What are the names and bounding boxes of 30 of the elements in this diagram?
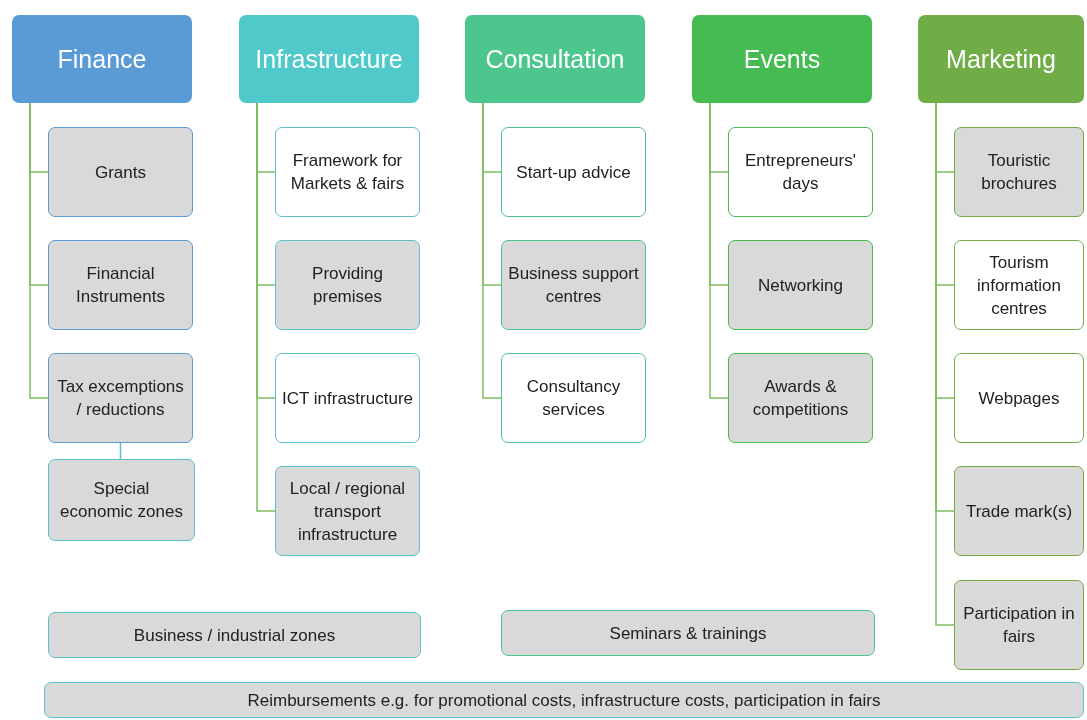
item-box: Start-up advice bbox=[501, 127, 646, 217]
item-box: Networking bbox=[728, 240, 873, 330]
item-box: Touristic brochures bbox=[954, 127, 1084, 217]
item-box: Participation in fairs bbox=[954, 580, 1084, 670]
connector-line bbox=[29, 102, 49, 399]
connector-line bbox=[709, 102, 729, 399]
item-box: Providing premises bbox=[275, 240, 420, 330]
item-box: Tourism information centres bbox=[954, 240, 1084, 330]
banner-box: Business / industrial zones bbox=[48, 612, 421, 658]
item-box: Special economic zones bbox=[48, 459, 195, 541]
item-box: Tax excemptions / reductions bbox=[48, 353, 193, 443]
item-box: Grants bbox=[48, 127, 193, 217]
item-box: ICT infrastructure bbox=[275, 353, 420, 443]
item-box: Framework for Markets & fairs bbox=[275, 127, 420, 217]
item-box: Local / regional transport infrastructure bbox=[275, 466, 420, 556]
item-box: Business support centres bbox=[501, 240, 646, 330]
item-box: Webpages bbox=[954, 353, 1084, 443]
item-box: Consultancy services bbox=[501, 353, 646, 443]
banner-box: Seminars & trainings bbox=[501, 610, 875, 656]
category-header: Consultation bbox=[465, 15, 645, 103]
category-header: Marketing bbox=[918, 15, 1084, 103]
connector-line bbox=[482, 102, 502, 399]
item-box: Financial Instruments bbox=[48, 240, 193, 330]
banner-box: Reimbursements e.g. for promotional costs, infrastructure costs, participation in fairs bbox=[44, 682, 1084, 718]
category-header: Finance bbox=[12, 15, 192, 103]
item-box: Trade mark(s) bbox=[954, 466, 1084, 556]
category-header: Events bbox=[692, 15, 872, 103]
item-box: Entrepreneurs' days bbox=[728, 127, 873, 217]
item-box: Awards & competitions bbox=[728, 353, 873, 443]
category-header: Infrastructure bbox=[239, 15, 419, 103]
